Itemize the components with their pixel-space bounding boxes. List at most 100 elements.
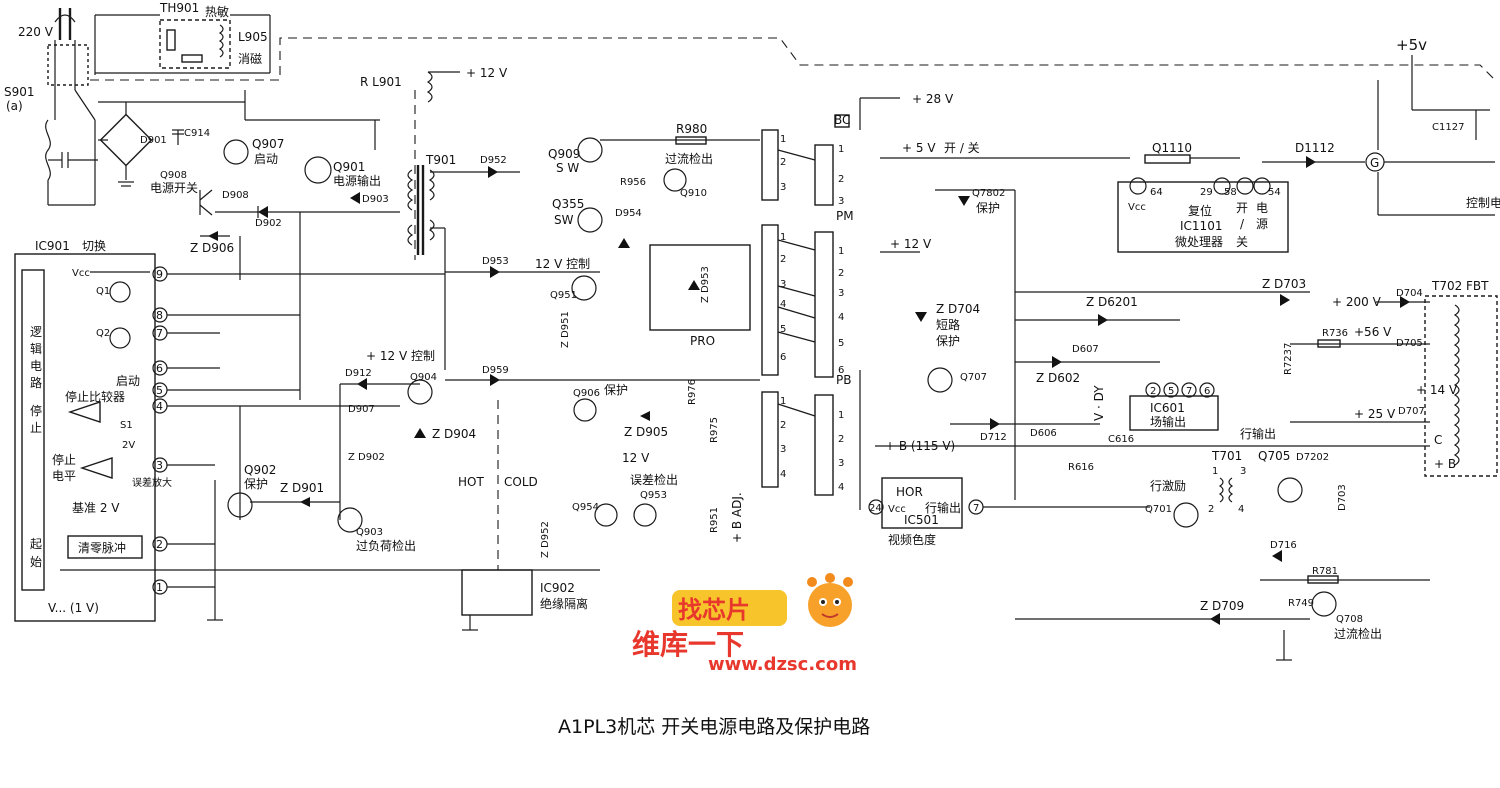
label-r736: R736 [1322,328,1348,339]
label-d912: D912 [345,368,372,379]
label-q7802: Q7802 [972,188,1005,199]
conn-pb-2: 2 [838,434,844,445]
label-q903: Q903 [356,527,383,538]
label-horiz-out: 行输出 [1240,426,1276,441]
label-q1110: Q1110 [1152,141,1192,155]
label-d903: D903 [362,194,389,205]
label-vcc-ic501: Vcc [888,504,906,515]
label-hor: HOR [896,485,923,499]
label-12v-top: + 12 V [466,66,508,80]
label-r956: R956 [620,177,646,188]
pin-9: 9 [156,268,163,281]
label-zd905: Z D905 [624,425,668,439]
label-logic3: 电 [30,359,42,373]
label-err-detect: 误差检出 [630,472,678,487]
conn-r-3: 3 [838,196,844,207]
pin-24: 24 [869,503,882,514]
label-power-out: 电源输出 [333,173,381,188]
label-zd951: Z D951 [560,311,571,348]
pin-25: 2 [1150,386,1156,397]
label-zd901: Z D901 [280,481,324,495]
label-logic1: 逻 [30,325,42,339]
label-2v: 2V [122,440,135,451]
label-stop-comp: 停止比较器 [65,389,125,404]
label-s901a: (a) [6,99,23,113]
label-pwr-close: 关 [1236,235,1248,249]
ic901-block: IC901 切换 逻 辑 电 路 停 止 起 始 Vcc Q1 Q2 启动 停止… [14,239,600,622]
label-pwr-src1: 电 [1256,201,1268,215]
label-ic902: IC902 [540,581,575,595]
pin-3: 3 [156,459,163,472]
label-sw2: SW [554,213,574,227]
conn-pb-3: 3 [838,458,844,469]
label-b: + B [1434,457,1456,471]
label-protect4: 保护 [936,334,960,348]
conn-b-4: 4 [780,299,786,310]
label-d954: D954 [615,208,642,219]
connector-c [761,391,779,488]
label-d952: D952 [480,155,507,166]
label-pb: PB [836,373,851,387]
vertical-section: Q7802 保护 + 12 V Z D704 短路 保护 Q707 Z D620… [868,188,1276,547]
label-zd703: Z D703 [1262,277,1306,291]
conn-b-5: 5 [780,324,786,335]
label-q951: Q951 [550,290,577,301]
label-short: 短路 [936,317,960,332]
label-hout: 行输出 [925,500,961,515]
label-12v-ctrl2: + 12 V 控制 [366,349,435,363]
label-vcc-mcu: Vcc [1128,202,1146,213]
transformer-t901: T901 [407,153,520,370]
label-d907: D907 [348,404,375,415]
label-mcu: 微处理器 [1175,235,1223,249]
label-zd6201: Z D6201 [1086,295,1138,309]
label-protect2: 保护 [244,477,268,491]
label-zd602: Z D602 [1036,371,1080,385]
label-q910: Q910 [680,188,707,199]
conn-pm-5: 5 [838,338,844,349]
label-fbt: FBT [1466,279,1489,293]
diagram-title: A1PL3机芯 开关电源电路及保护电路 [558,716,870,738]
label-q904: Q904 [410,372,437,383]
label-zd904: Z D904 [432,427,476,441]
connector-a [761,129,779,201]
label-c914: C914 [184,128,210,139]
label-t701: T701 [1211,449,1242,463]
label-d1112: D1112 [1295,141,1335,155]
conn-pb-4: 4 [838,482,844,493]
pin-58: 58 [1224,187,1237,198]
label-d959: D959 [482,365,509,376]
conn-b-6: 6 [780,352,786,363]
label-12v-err: 12 V [622,451,650,465]
label-reset: 复位 [1188,203,1212,218]
label-q953: Q953 [640,490,667,501]
label-pwr-src2: 源 [1256,217,1268,231]
label-ic901: IC901 [35,239,70,253]
label-d606: D606 [1030,428,1057,439]
label-pro: PRO [690,334,715,348]
pin-64: 64 [1150,187,1163,198]
label-t901: T901 [425,153,456,167]
label-d712: D712 [980,432,1007,443]
label-vdy: V · DY [1092,385,1106,421]
label-rl901: R L901 [360,75,402,89]
label-r7237: R7237 [1283,343,1294,375]
label-25v: + 25 V [1354,407,1396,421]
label-r976: R976 [687,379,698,405]
conn-pm-2: 2 [838,268,844,279]
label-cold: COLD [504,475,538,489]
label-q901: Q901 [333,160,365,174]
label-r781: R781 [1312,566,1338,577]
conn-c-2: 2 [780,420,786,431]
label-t1: 1 [1212,466,1218,477]
label-sw1: S W [556,161,579,175]
conn-pb-1: 1 [838,410,844,421]
label-q1: Q1 [96,286,110,297]
label-zd902: Z D902 [348,452,385,463]
label-28v: + 28 V [912,92,954,106]
logo-slogan: 维库一下 [632,628,744,661]
label-56v: +56 V [1354,325,1392,339]
conn-b-3: 3 [780,279,786,290]
label-oc-detect: 过流检出 [1334,626,1382,641]
label-start: 启动 [254,152,278,166]
